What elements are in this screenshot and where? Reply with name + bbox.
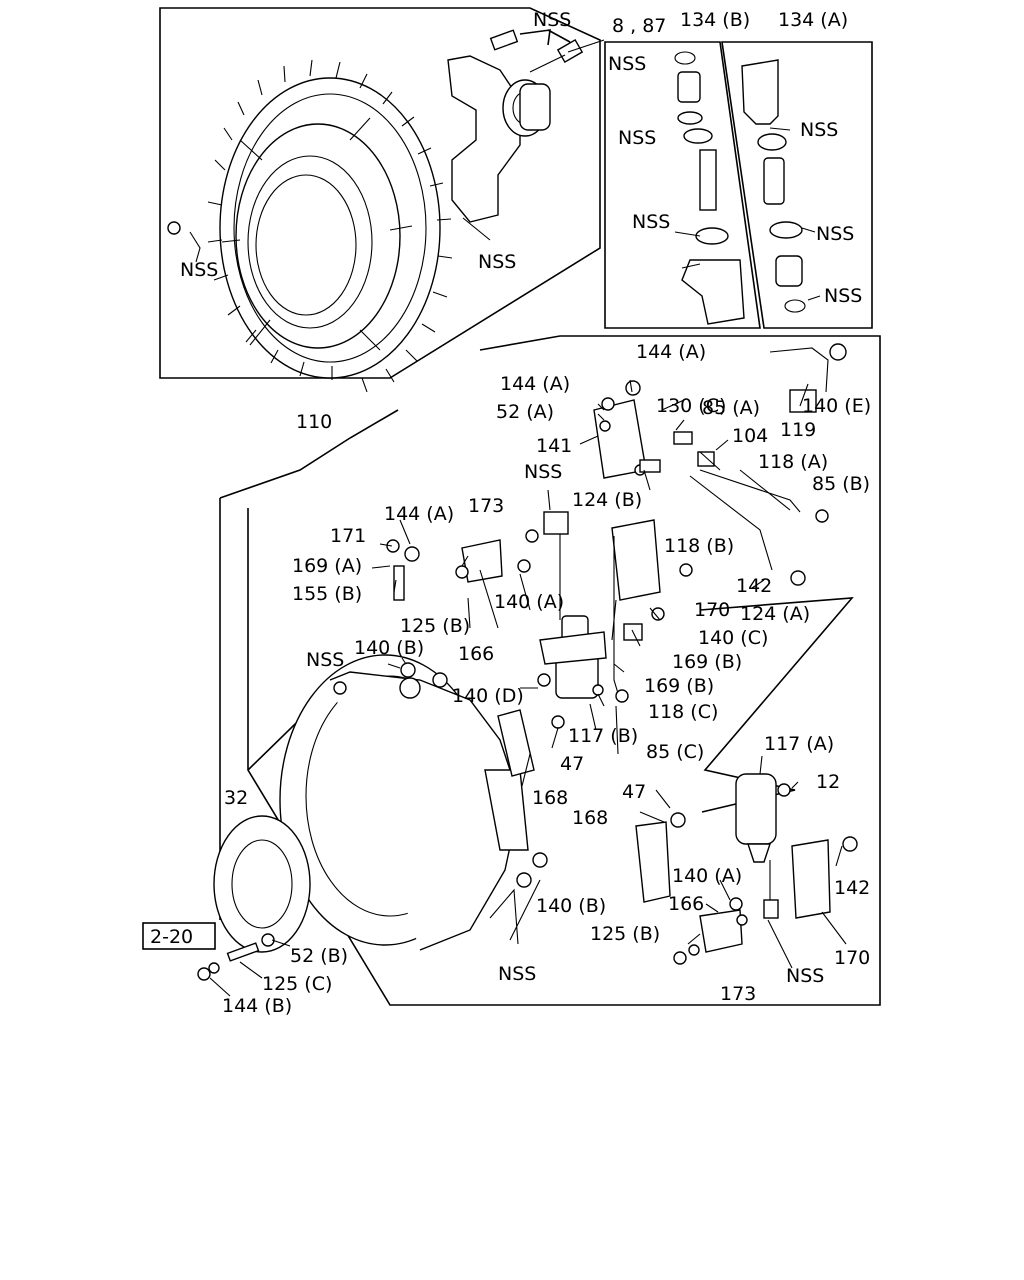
label-169b-2: 169 (B): [644, 675, 714, 697]
label-144a-1: 144 (A): [636, 341, 706, 363]
label-85b: 85 (B): [812, 473, 870, 495]
label-117b: 117 (B): [568, 725, 638, 747]
brackets: [461, 399, 831, 953]
label-nss-134a-1: NSS: [800, 119, 838, 141]
label-nss-140b: NSS: [306, 649, 344, 671]
label-124b: 124 (B): [572, 489, 642, 511]
label-144b: 144 (B): [222, 995, 292, 1017]
flywheel-housing: [279, 654, 529, 951]
label-nss-top-ring: NSS: [533, 9, 571, 31]
reference-box[interactable]: 2-20: [142, 922, 216, 950]
label-124a: 124 (A): [740, 603, 810, 625]
yoke-bracket: [447, 55, 551, 223]
label-140d: 140 (D): [452, 685, 524, 707]
label-85a: 85 (A): [702, 397, 760, 419]
label-134a: 134 (A): [778, 9, 848, 31]
label-104: 104: [732, 425, 768, 447]
label-142-1: 142: [736, 575, 772, 597]
label-125b-2: 125 (B): [590, 923, 660, 945]
panel-134b: [604, 41, 761, 329]
solenoid-117a: [735, 773, 777, 863]
label-52a: 52 (A): [496, 401, 554, 423]
label-130c: 130 (C): [656, 395, 726, 417]
fittings: [197, 343, 858, 981]
label-140a-1: 140 (A): [494, 591, 564, 613]
label-125b-1: 125 (B): [400, 615, 470, 637]
label-nss-134a-3: NSS: [824, 285, 862, 307]
panel-134a: [721, 41, 873, 329]
label-166-1: 166: [458, 643, 494, 665]
label-nss-134a-2: NSS: [816, 223, 854, 245]
label-134b: 134 (B): [680, 9, 750, 31]
label-173-2: 173: [720, 983, 756, 1005]
label-nss-bottom-right: NSS: [786, 965, 824, 987]
label-117a: 117 (A): [764, 733, 834, 755]
leader-lines: [209, 379, 847, 997]
label-171: 171: [330, 525, 366, 547]
label-52b: 52 (B): [290, 945, 348, 967]
label-140c: 140 (C): [698, 627, 768, 649]
label-142-2: 142: [834, 877, 870, 899]
solenoid-117b: [539, 615, 607, 699]
label-118a: 118 (A): [758, 451, 828, 473]
label-nss-gear-right: NSS: [478, 251, 516, 273]
label-47-1: 47: [560, 753, 584, 775]
label-nss-134b-1: NSS: [608, 53, 646, 75]
label-140b-1: 140 (B): [354, 637, 424, 659]
label-168-2: 168: [572, 807, 608, 829]
label-nss-mid: NSS: [524, 461, 562, 483]
label-125c: 125 (C): [262, 973, 332, 995]
label-168-1: 168: [532, 787, 568, 809]
label-47-2: 47: [622, 781, 646, 803]
label-nss-housing: NSS: [498, 963, 536, 985]
callout-labels: NSS 8 , 87 134 (B) 134 (A) NSS NSS NSS N…: [180, 9, 871, 1017]
label-nss-gear-left: NSS: [180, 259, 218, 281]
label-170-1: 170: [694, 599, 730, 621]
label-141: 141: [536, 435, 572, 457]
label-144a-3: 144 (A): [384, 503, 454, 525]
label-32: 32: [224, 787, 248, 809]
label-85c: 85 (C): [646, 741, 704, 763]
label-140e: 140 (E): [802, 395, 871, 417]
label-nss-134b-2: NSS: [618, 127, 656, 149]
label-118c: 118 (C): [648, 701, 718, 723]
ring-gear: [207, 59, 453, 393]
label-169b-1: 169 (B): [672, 651, 742, 673]
label-169a: 169 (A): [292, 555, 362, 577]
label-173-1: 173: [468, 495, 504, 517]
label-170-2: 170: [834, 947, 870, 969]
label-12: 12: [816, 771, 840, 793]
gasket-32: [213, 815, 311, 953]
label-8-87: 8 , 87: [612, 15, 666, 37]
label-166-2: 166: [668, 893, 704, 915]
label-118b: 118 (B): [664, 535, 734, 557]
label-144a-2: 144 (A): [500, 373, 570, 395]
label-155b: 155 (B): [292, 583, 362, 605]
ring-gear-panel: [159, 7, 605, 393]
label-140a-2: 140 (A): [672, 865, 742, 887]
label-110: 110: [296, 411, 332, 433]
reference-box-label: 2-20: [150, 926, 193, 948]
label-nss-134b-3: NSS: [632, 211, 670, 233]
label-140b-2: 140 (B): [536, 895, 606, 917]
label-119: 119: [780, 419, 816, 441]
